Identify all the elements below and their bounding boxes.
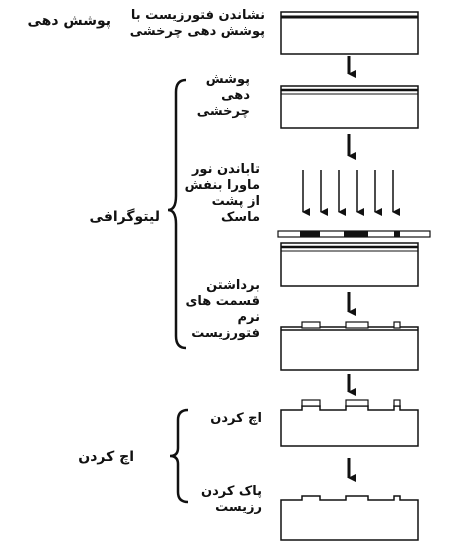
uv-light-rays [302, 170, 400, 216]
wafer-stage-5 [280, 399, 419, 447]
step-label-etch: اچ کردن [210, 411, 262, 426]
section-label-coating: پوشش دهی [27, 13, 111, 29]
section-label-lithography: لیتوگرافی [89, 209, 160, 225]
wafer-stage-4 [280, 321, 419, 371]
wafer-stage-6 [280, 495, 419, 541]
brace-etching [169, 408, 189, 504]
wafer-stage-2 [280, 85, 419, 129]
wafer-stage-3 [280, 242, 419, 287]
brace-lithography [167, 78, 187, 350]
wafer-stage-1 [280, 11, 419, 55]
photomask [277, 230, 431, 238]
section-label-etching: اچ کردن [78, 449, 134, 465]
